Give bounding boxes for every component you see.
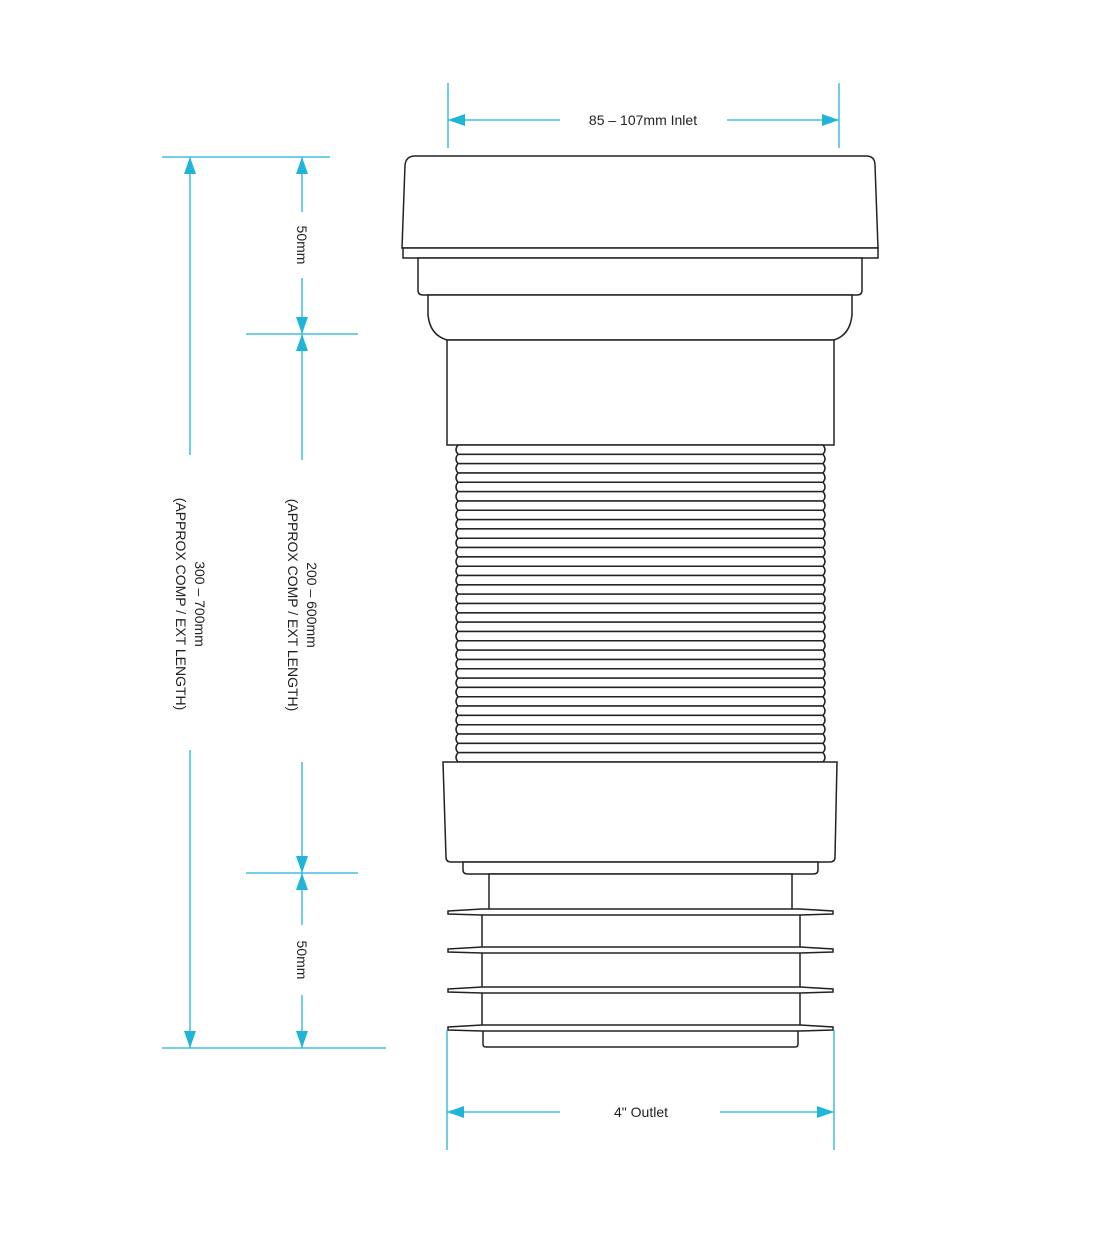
outlet-lip (462, 861, 819, 875)
corrugation-rib (455, 751, 826, 763)
outlet-label: 4" Outlet (614, 1104, 668, 1120)
corrugation-rib (455, 705, 826, 717)
bottom-section-label: 50mm (294, 941, 310, 980)
corrugation-rib (455, 490, 826, 502)
corrugation-rib (455, 472, 826, 484)
inner-length-note: (APPROX COMP / EXT LENGTH) (285, 499, 301, 712)
corrugation-rib (455, 518, 826, 530)
inlet-cap (401, 155, 879, 249)
inlet-shoulder (427, 294, 853, 341)
outlet-fins (447, 908, 834, 1032)
outlet-fin (447, 1024, 834, 1032)
corrugation-rib (455, 565, 826, 577)
corrugation-rib (455, 602, 826, 614)
inner-length-label: 200 – 600mm (304, 562, 320, 648)
corrugation-rib (455, 612, 826, 623)
outlet-neck (488, 873, 793, 911)
corrugation-rib (455, 546, 826, 558)
corrugation-rib (455, 677, 826, 689)
section-dimensions: 50mm 200 – 600mm (APPROX COMP / EXT LENG… (285, 157, 320, 1048)
flexible-pan-connector (401, 155, 879, 1048)
overall-length-label: 300 – 700mm (192, 561, 208, 647)
outlet-fin (447, 986, 834, 994)
corrugation-rib (455, 462, 826, 474)
corrugation-rib (455, 658, 826, 670)
outlet-fin (447, 946, 834, 954)
outlet-fin (447, 908, 834, 916)
corrugation-rib (455, 453, 826, 465)
overall-length-note: (APPROX COMP / EXT LENGTH) (173, 498, 189, 711)
outlet-spigot (481, 911, 801, 1031)
corrugation-rib (455, 556, 826, 567)
corrugation-rib (455, 686, 826, 698)
corrugation-rib (455, 528, 826, 539)
corrugation-rib (455, 668, 826, 679)
corrugation-rib (455, 621, 826, 633)
corrugation-rib (455, 593, 826, 605)
corrugation-rib (455, 584, 826, 595)
upper-socket (446, 339, 835, 446)
corrugation-rib (455, 537, 826, 549)
corrugation-rib (455, 742, 826, 754)
corrugation-rib (455, 630, 826, 642)
top-section-label: 50mm (294, 226, 310, 265)
corrugation-rib (455, 444, 826, 456)
corrugation-rib (455, 640, 826, 651)
corrugation-rib (455, 695, 826, 707)
outlet-end (482, 1029, 799, 1048)
inlet-label: 85 – 107mm Inlet (589, 112, 697, 128)
inlet-dimension: 85 – 107mm Inlet (447, 83, 840, 148)
outlet-dimension: 4" Outlet (446, 1030, 835, 1150)
inlet-collar (417, 257, 863, 296)
corrugation-rib (455, 500, 826, 512)
corrugation-rib (455, 714, 826, 726)
lower-socket (442, 761, 838, 863)
inlet-cap-band (402, 247, 879, 259)
corrugation-rib (455, 574, 826, 586)
corrugation-rib (455, 723, 826, 735)
corrugated-section (455, 444, 826, 763)
overall-length-dimension: 300 – 700mm (APPROX COMP / EXT LENGTH) (173, 157, 208, 1048)
corrugation-rib (455, 733, 826, 745)
corrugation-rib (455, 649, 826, 661)
corrugation-rib (455, 509, 826, 521)
corrugation-rib (455, 481, 826, 493)
